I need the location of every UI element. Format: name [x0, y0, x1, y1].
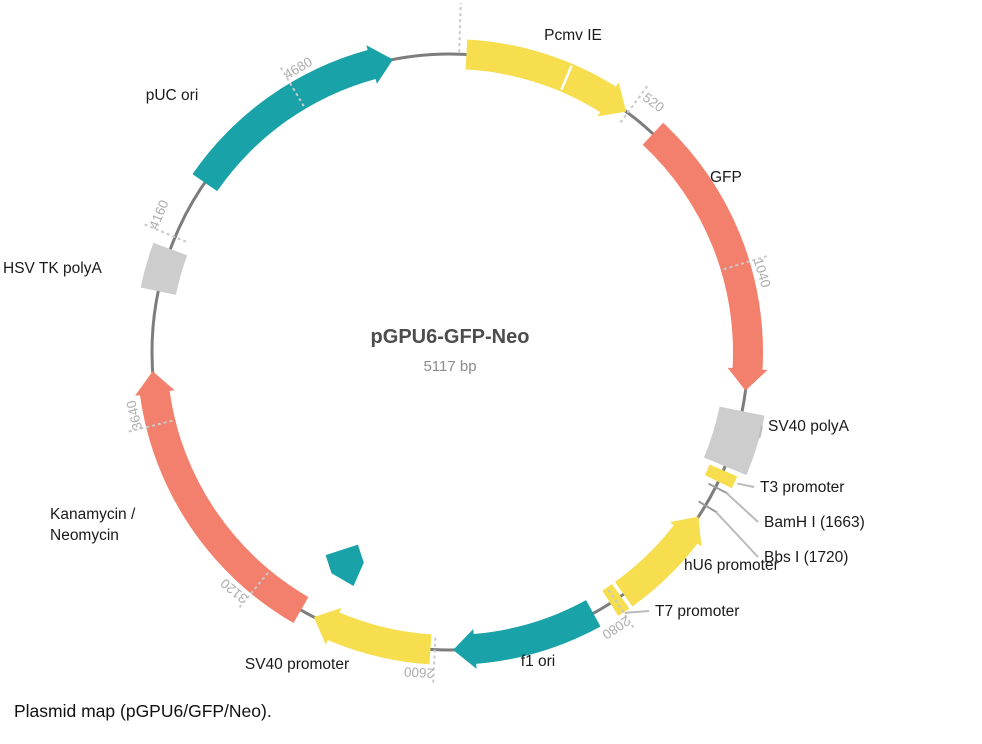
- site-tick-bbsi: [698, 500, 718, 514]
- figure-caption: Plasmid map (pGPU6/GFP/Neo).: [14, 701, 272, 721]
- scale-tick-label: 3640: [123, 399, 145, 432]
- callout-label-bamhi: BamH I (1663): [764, 514, 865, 531]
- feature-hu6-promoter: [614, 516, 702, 607]
- callout-label-t3-promoter: T3 promoter: [760, 479, 844, 496]
- scale-tick-label: 520: [640, 90, 667, 115]
- scale-tick: [128, 419, 173, 433]
- label-f1-ori: f1 ori: [521, 653, 555, 670]
- feature-divider: [560, 65, 573, 91]
- label-gfp: GFP: [710, 169, 742, 186]
- scale-tick: [144, 223, 187, 243]
- callout-label-sv40-polya: SV40 polyA: [768, 418, 850, 435]
- scale-tick: [432, 637, 437, 683]
- scale-tick-label: 2600: [404, 664, 435, 681]
- label-kanamycin-neomycin: Kanamycin /Neomycin: [50, 506, 136, 544]
- scale-tick: [279, 67, 305, 107]
- scale-tick-label: 2080: [600, 613, 633, 642]
- leader-t3-promoter: [737, 482, 755, 488]
- callout-label-bbsi: Bbs I (1720): [764, 549, 848, 566]
- feature-puc-ori: [192, 45, 393, 192]
- leader-bamhi: [725, 491, 759, 523]
- origin-tick: [458, 3, 462, 53]
- scale-tick-label: 4160: [146, 198, 171, 232]
- plasmid-name: pGPU6-GFP-Neo: [371, 326, 530, 348]
- leader-t7-promoter: [624, 610, 650, 614]
- feature-t3-promoter: [704, 464, 738, 489]
- label-hsv-tk-polya: HSV TK polyA: [3, 260, 102, 277]
- leader-sv40-polya: [758, 425, 763, 439]
- label-sv40-promoter: SV40 promoter: [245, 656, 349, 673]
- feature-sv40-polya: [703, 406, 765, 476]
- feature-f1-ori: [453, 600, 601, 669]
- label-hu6-promoter: hU6 promoter: [684, 557, 779, 574]
- feature-kanamycin-neomycin: [135, 371, 309, 624]
- leader-bbsi: [714, 511, 759, 558]
- label-puc-ori: pUC ori: [146, 87, 199, 104]
- scale-tick: [607, 589, 635, 629]
- feature-sv40-promoter: [313, 607, 432, 665]
- feature-hsv-tk-polya: [140, 242, 188, 295]
- scale-tick: [723, 255, 768, 271]
- plasmid-size: 5117 bp: [423, 358, 476, 375]
- feature-pcmv-ie: [465, 39, 627, 117]
- feature-gfp: [642, 122, 768, 391]
- label-pcmv-ie: Pcmv IE: [544, 27, 602, 44]
- scale-tick: [238, 572, 269, 609]
- site-tick-bamhi: [707, 482, 729, 495]
- inner-arrow-marker: [325, 544, 364, 586]
- scale-tick: [619, 85, 649, 123]
- callout-label-t7-promoter: T7 promoter: [655, 603, 739, 620]
